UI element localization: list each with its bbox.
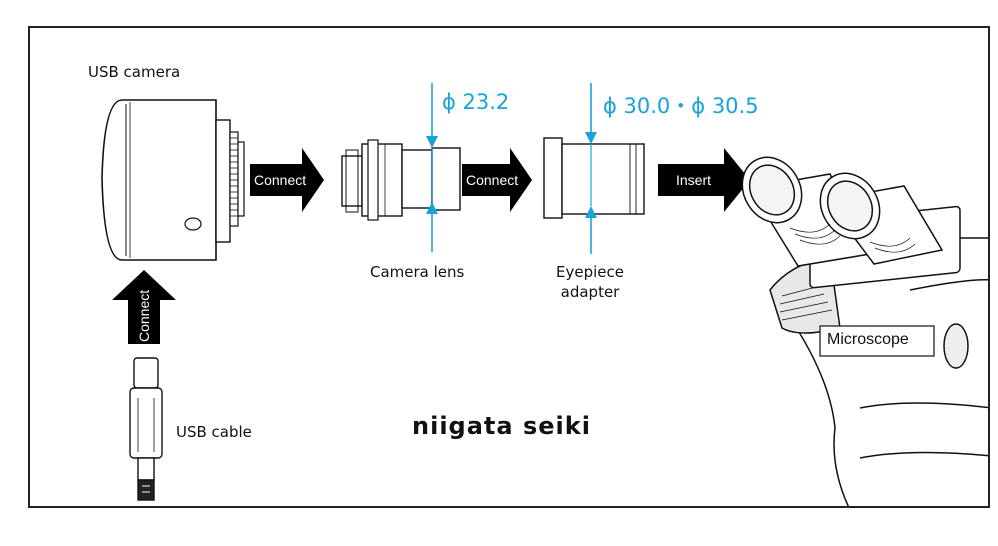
eyepiece-adapter-line2: adapter [560, 283, 620, 301]
eyepiece-adapter-line1: Eyepiece [556, 263, 624, 281]
connect-arrow-1-label: Connect [254, 172, 307, 188]
insert-arrow [658, 148, 750, 212]
usb-cable [129, 357, 163, 501]
usb-cable-label: USB cable [176, 423, 252, 441]
lens-dimension [426, 83, 438, 252]
diagram-frame: USB camera ϕ 23.2 ϕ 30.0・ϕ 30.5 Connect … [28, 26, 990, 508]
connect-arrow-2-label: Connect [466, 172, 519, 188]
diagram-canvas [101, 83, 988, 506]
eyepiece-adapter [543, 137, 645, 219]
lens-diameter-label: ϕ 23.2 [442, 90, 510, 114]
usb-camera [101, 99, 245, 261]
microscope-label: Microscope [827, 331, 909, 348]
microscope-label-box [819, 325, 935, 357]
camera-lens-label: Camera lens [370, 263, 465, 281]
adapter-dimension [585, 83, 597, 254]
connect-vertical-label: Connect [136, 289, 152, 342]
connect-arrow-1 [250, 148, 324, 212]
connect-arrow-vertical [112, 270, 176, 344]
usb-camera-label: USB camera [88, 63, 181, 81]
brand-logo: niigata seiki [412, 412, 591, 440]
microscope [741, 156, 988, 506]
connect-arrow-2 [462, 148, 532, 212]
adapter-diameter-label: ϕ 30.0・ϕ 30.5 [603, 94, 759, 118]
insert-arrow-label: Insert [676, 172, 712, 188]
eyepiece-adapter-label: Eyepiece adapter [550, 262, 630, 302]
camera-lens [341, 139, 461, 221]
